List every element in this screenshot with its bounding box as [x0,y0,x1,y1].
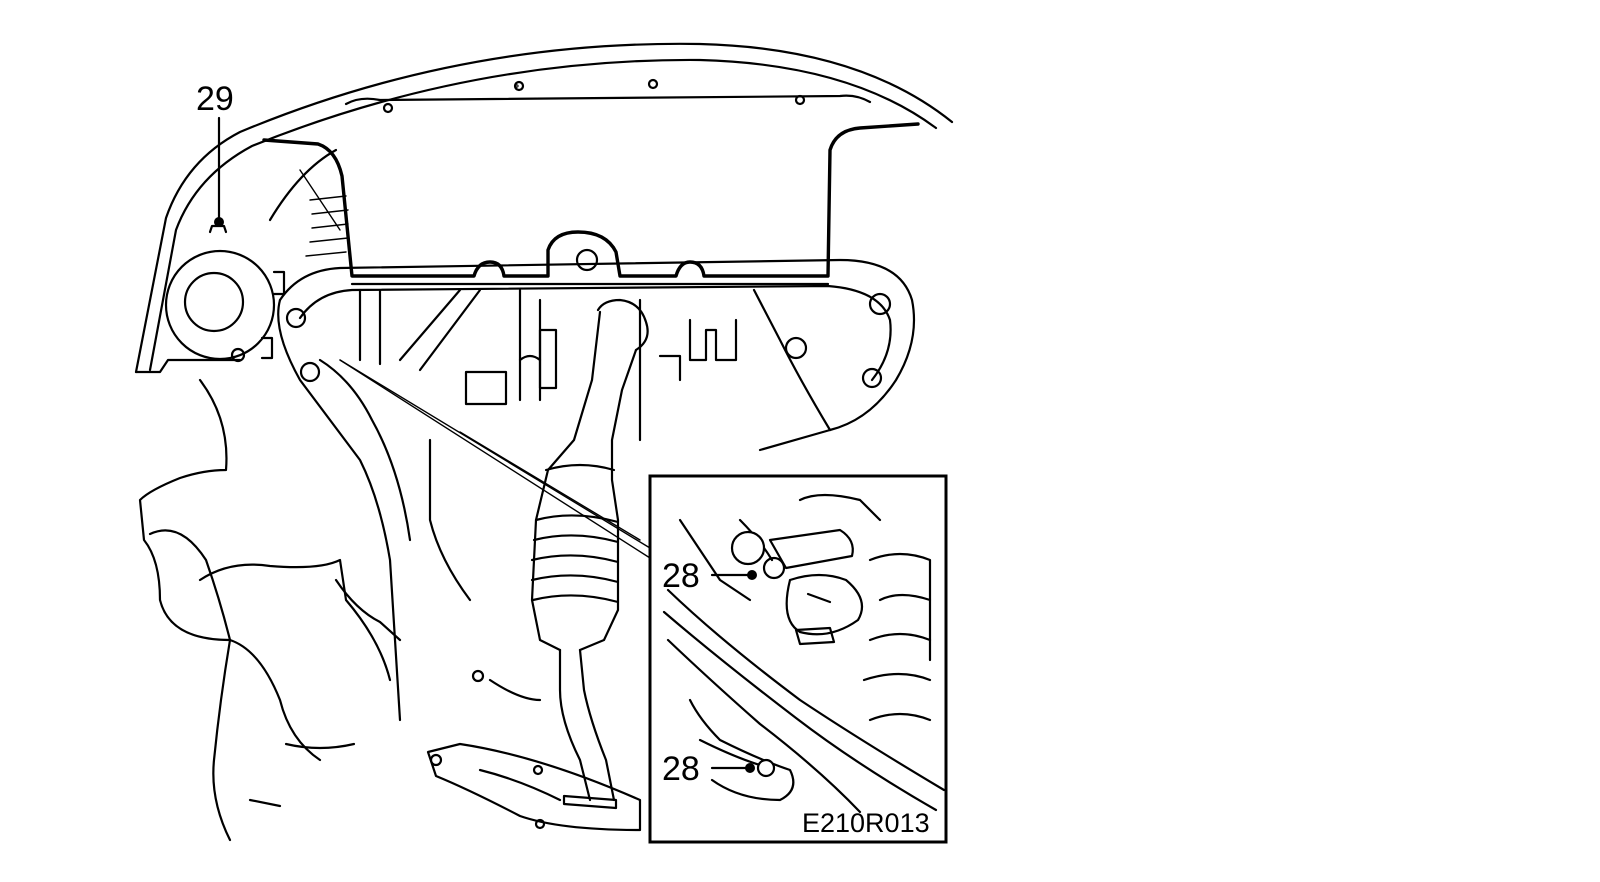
callout-label-29: 29 [196,80,234,118]
detail-pointer-lines [339,359,651,559]
callout-label-28-upper: 28 [662,557,700,595]
lower-control-arm [138,378,402,842]
detail-inset [648,474,948,844]
figure-reference-code: E210R013 [802,808,930,838]
exhaust-catalytic-converter [530,298,649,802]
front-subframe [277,258,916,722]
engine-oil-pan [262,122,920,286]
lower-tie-plate [426,669,642,832]
callout-label-28-lower: 28 [662,750,700,788]
callout-leaders [214,116,757,773]
engine-bracketry [428,328,682,702]
wheel-hub-assembly [164,148,349,363]
